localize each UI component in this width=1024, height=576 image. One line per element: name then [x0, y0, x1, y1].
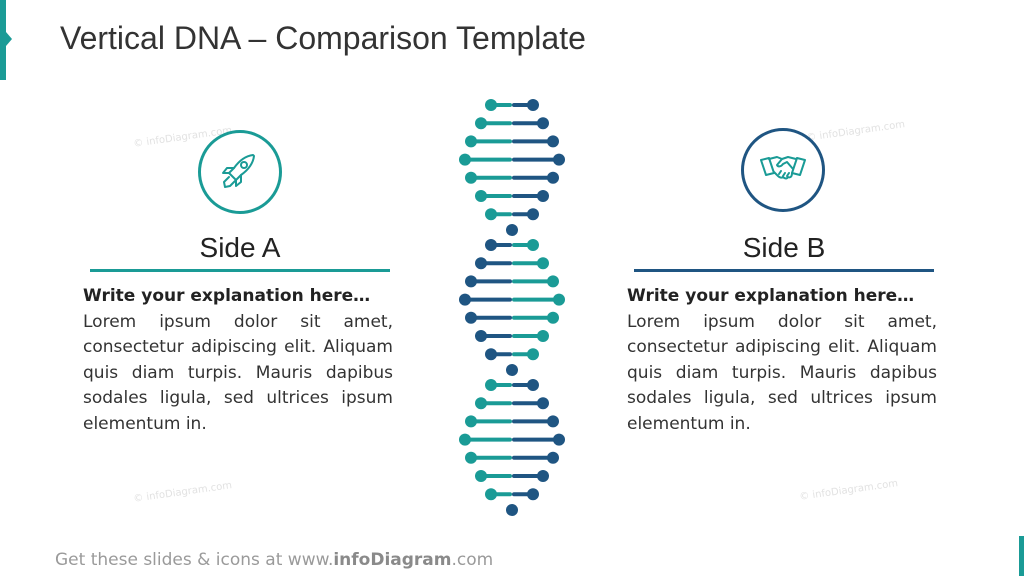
side-a-heading: Write your explanation here…	[83, 286, 371, 306]
dna-helix	[459, 99, 565, 516]
dna-node	[537, 117, 549, 130]
watermark: © infoDiagram.com	[798, 478, 899, 503]
side-b-title: Side B	[742, 232, 826, 263]
rocket-icon-circle	[198, 130, 282, 214]
footer: Get these slides & icons at www.infoDiag…	[55, 550, 493, 570]
dna-crossover-node	[506, 504, 518, 516]
dna-node	[475, 117, 487, 130]
footer-brand: infoDiagram	[333, 550, 452, 570]
left-accent-notch	[6, 32, 12, 46]
dna-node	[527, 379, 539, 391]
dna-crossover-node	[506, 224, 518, 236]
dna-crossover-node	[506, 364, 518, 376]
dna-node	[485, 379, 497, 391]
dna-node	[553, 293, 565, 306]
dna-node	[547, 171, 559, 184]
side-a-text: Write your explanation here… Lorem ipsum…	[83, 284, 393, 437]
dna-node	[485, 239, 497, 251]
dna-node	[459, 293, 471, 306]
dna-node	[547, 415, 559, 428]
side-a-body: Lorem ipsum dolor sit amet, consectetur …	[83, 311, 393, 434]
dna-node	[553, 433, 565, 446]
footer-suffix: .com	[451, 550, 494, 570]
dna-node	[537, 190, 549, 202]
dna-node	[465, 415, 477, 428]
watermark: © infoDiagram.com	[805, 119, 906, 144]
dna-node	[475, 330, 487, 342]
dna-node	[475, 397, 487, 410]
dna-node	[465, 275, 477, 288]
dna-node	[485, 208, 497, 221]
dna-node	[537, 470, 549, 482]
dna-node	[547, 135, 559, 148]
dna-node	[537, 330, 549, 342]
dna-node	[537, 397, 549, 410]
dna-node	[527, 99, 539, 111]
dna-node	[475, 257, 487, 270]
side-b-text: Write your explanation here… Lorem ipsum…	[627, 284, 937, 437]
side-a-title: Side A	[199, 232, 281, 263]
dna-node	[547, 311, 559, 324]
dna-node	[485, 99, 497, 111]
slide-title: Vertical DNA – Comparison Template	[60, 20, 586, 56]
side-b-body: Lorem ipsum dolor sit amet, consectetur …	[627, 311, 937, 434]
dna-node	[527, 348, 539, 361]
dna-node	[459, 433, 471, 446]
dna-node	[465, 171, 477, 184]
handshake-icon-circle	[741, 128, 825, 212]
side-b-heading: Write your explanation here…	[627, 286, 915, 306]
dna-node	[485, 488, 497, 501]
dna-node	[537, 257, 549, 270]
dna-node	[465, 311, 477, 324]
side-a-underline	[90, 269, 390, 272]
watermark: © infoDiagram.com	[132, 480, 233, 505]
dna-node	[465, 135, 477, 148]
dna-node	[527, 488, 539, 501]
dna-node	[553, 153, 565, 166]
side-b-underline	[634, 269, 934, 272]
dna-node	[547, 275, 559, 288]
dna-node	[459, 153, 471, 166]
dna-node	[547, 451, 559, 464]
left-accent-bar	[0, 0, 6, 80]
rocket-icon	[222, 154, 255, 188]
dna-node	[527, 208, 539, 221]
handshake-icon	[760, 156, 806, 180]
dna-node	[485, 348, 497, 361]
dna-node	[527, 239, 539, 251]
dna-node	[475, 470, 487, 482]
footer-prefix: Get these slides & icons at www.	[55, 550, 334, 570]
dna-node	[465, 451, 477, 464]
right-accent-bar	[1019, 536, 1024, 576]
dna-node	[475, 190, 487, 202]
